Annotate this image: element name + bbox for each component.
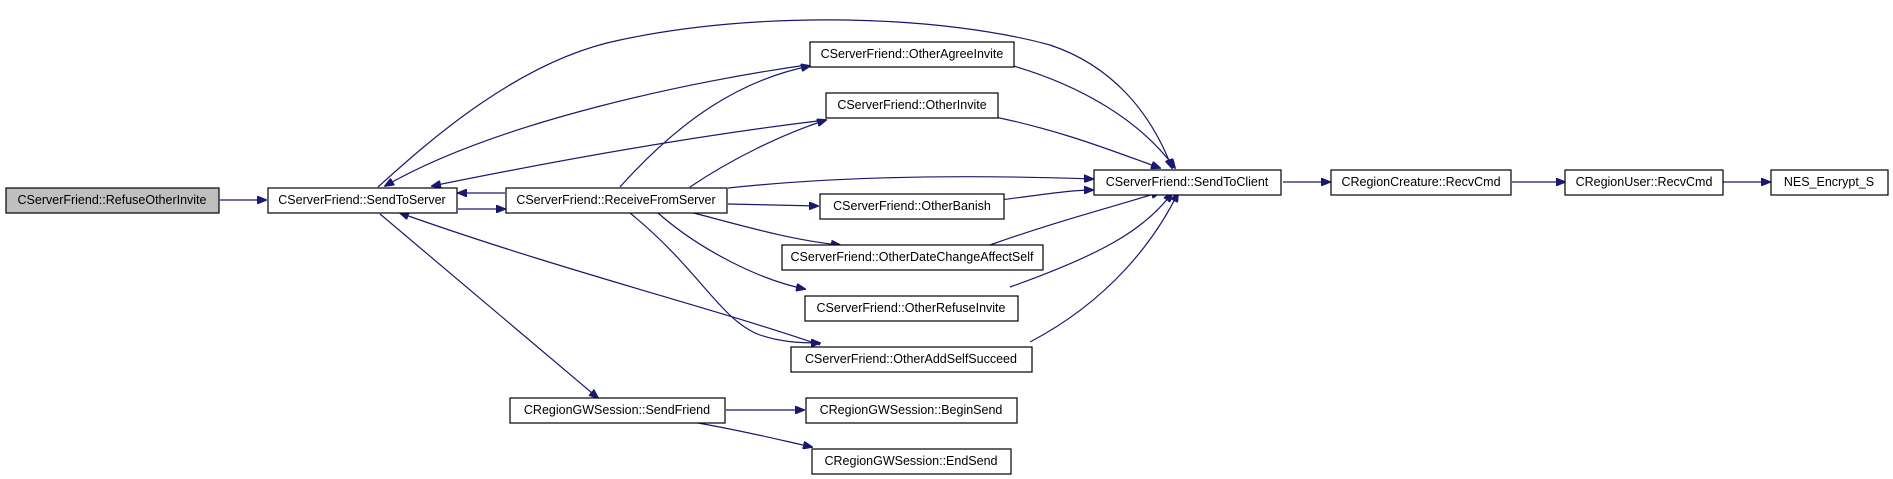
- edge-receive-to-sendtoclient: [727, 177, 1093, 189]
- edges: [220, 19, 1770, 447]
- node-other-invite[interactable]: CServerFriend::OtherInvite: [825, 92, 999, 119]
- edge-sendfriend-to-endsend: [691, 421, 812, 447]
- node-other-date-change[interactable]: CServerFriend::OtherDateChangeAffectSelf: [781, 244, 1044, 271]
- node-other-refuse-invite[interactable]: CServerFriend::OtherRefuseInvite: [804, 295, 1019, 322]
- edge-addself-to-sendtoserver: [400, 213, 821, 346]
- node-label: CRegionGWSession::SendFriend: [524, 403, 710, 417]
- edge-agree-to-sendtoserver: [385, 64, 808, 186]
- node-label: CRegionGWSession::BeginSend: [820, 403, 1003, 417]
- node-label: CServerFriend::OtherRefuseInvite: [817, 301, 1006, 315]
- edge-receive-to-invite: [689, 120, 826, 188]
- node-label: CServerFriend::OtherAddSelfSucceed: [805, 352, 1017, 366]
- node-label: CServerFriend::OtherInvite: [837, 98, 986, 112]
- edge-datechange-to-sendtoclient: [989, 192, 1160, 246]
- node-label: CServerFriend::OtherBanish: [833, 199, 991, 213]
- edge-banish-to-sendtoclient: [999, 190, 1093, 201]
- node-send-to-server[interactable]: CServerFriend::SendToServer: [267, 187, 458, 214]
- node-label: CServerFriend::OtherAgreeInvite: [821, 47, 1004, 61]
- node-send-to-client[interactable]: CServerFriend::SendToClient: [1093, 169, 1282, 196]
- node-nes-encrypt[interactable]: NES_Encrypt_S: [1770, 169, 1889, 196]
- node-receive-from-server[interactable]: CServerFriend::ReceiveFromServer: [505, 187, 728, 214]
- node-label: CRegionGWSession::EndSend: [824, 454, 997, 468]
- node-region-creature-recvcmd[interactable]: CRegionCreature::RecvCmd: [1330, 169, 1512, 196]
- node-label: CServerFriend::OtherDateChangeAffectSelf: [791, 250, 1034, 264]
- node-label: CServerFriend::ReceiveFromServer: [516, 193, 715, 207]
- edge-invite-to-sendtoclient: [989, 115, 1160, 168]
- node-label: CServerFriend::SendToClient: [1106, 175, 1269, 189]
- node-label: CRegionCreature::RecvCmd: [1341, 175, 1500, 189]
- node-other-banish[interactable]: CServerFriend::OtherBanish: [819, 193, 1005, 220]
- node-label: CServerFriend::RefuseOtherInvite: [18, 193, 207, 207]
- edge-refuseinvite-to-sendtoclient: [1009, 193, 1172, 288]
- edge-sendtoserver-to-sendfriend: [379, 213, 598, 398]
- node-other-agree-invite[interactable]: CServerFriend::OtherAgreeInvite: [809, 41, 1015, 68]
- edge-sendtoserver-to-sendtoclient: [377, 19, 1172, 188]
- node-label: NES_Encrypt_S: [1784, 175, 1874, 189]
- node-label: CServerFriend::SendToServer: [278, 193, 445, 207]
- edge-receive-to-datechange: [689, 211, 840, 245]
- node-refuse-other-invite[interactable]: CServerFriend::RefuseOtherInvite: [5, 187, 220, 214]
- edge-invite-to-sendtoserver: [432, 119, 827, 186]
- edge-receive-to-addself: [629, 212, 820, 343]
- node-gw-end-send[interactable]: CRegionGWSession::EndSend: [811, 448, 1012, 475]
- node-other-add-self-succeed[interactable]: CServerFriend::OtherAddSelfSucceed: [790, 346, 1033, 373]
- node-label: CRegionUser::RecvCmd: [1576, 175, 1713, 189]
- node-gw-begin-send[interactable]: CRegionGWSession::BeginSend: [805, 397, 1018, 424]
- edge-receive-to-banish: [727, 204, 818, 206]
- edge-addself-to-sendtoclient: [1029, 193, 1178, 343]
- node-gw-send-friend[interactable]: CRegionGWSession::SendFriend: [509, 397, 726, 424]
- edge-agree-to-sendtoclient: [1009, 64, 1175, 168]
- edge-receive-to-refuseinvite: [657, 212, 805, 289]
- edge-receive-to-agree: [619, 66, 810, 188]
- node-region-user-recvcmd[interactable]: CRegionUser::RecvCmd: [1564, 169, 1724, 196]
